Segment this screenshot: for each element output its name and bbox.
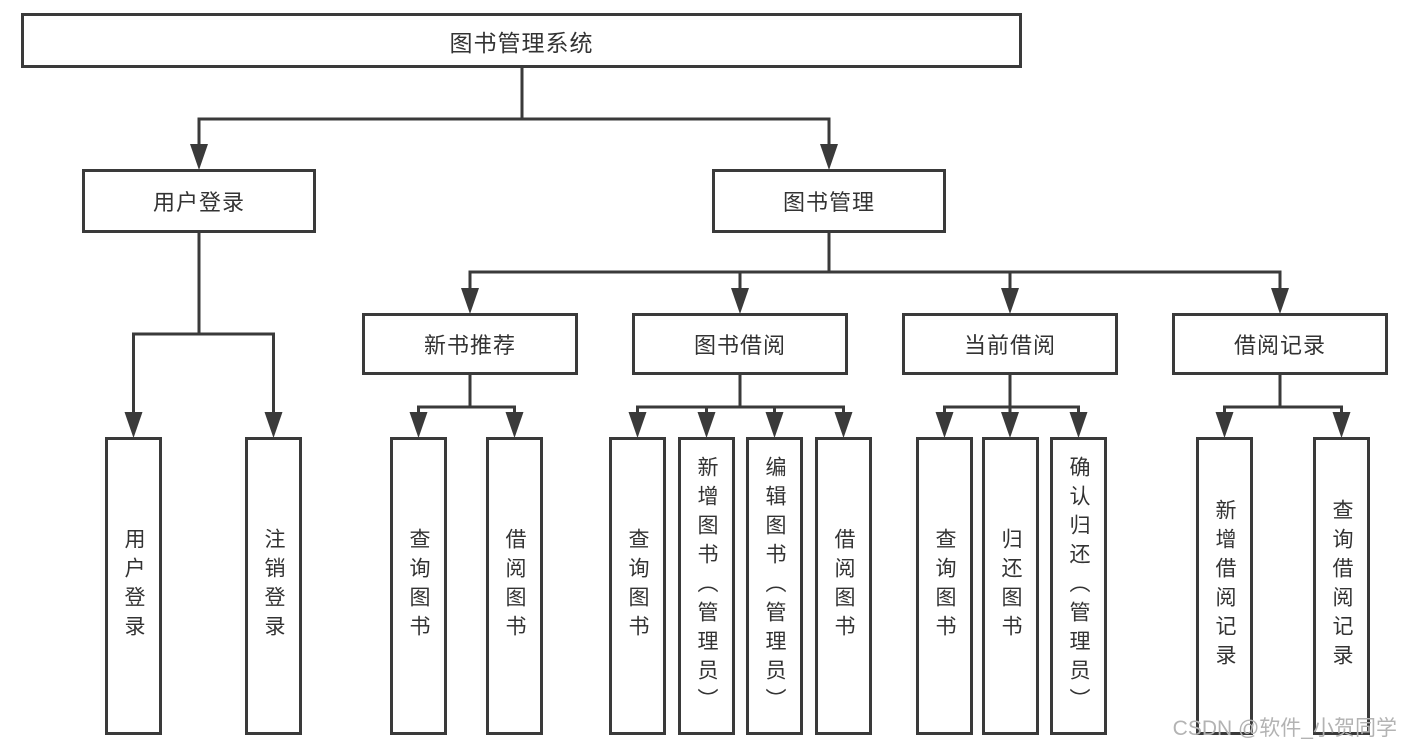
leaf-user-login: 用户登录 (105, 437, 162, 735)
node-user-login: 用户登录 (82, 169, 316, 233)
node-new-book-recommendation: 新书推荐 (362, 313, 578, 375)
leaf-records-add-borrow-record: 新增借阅记录 (1196, 437, 1253, 735)
csdn-watermark: CSDN @软件_小贺同学 (1172, 717, 1397, 740)
leaf-borrowing-borrow-books: 借阅图书 (815, 437, 872, 735)
node-book-borrowing: 图书借阅 (632, 313, 848, 375)
leaf-current-confirm-return-admin: 确认归还（管理员） (1050, 437, 1107, 735)
node-borrowing-records: 借阅记录 (1172, 313, 1388, 375)
leaf-borrowing-query-books: 查询图书 (609, 437, 666, 735)
leaf-current-return-books: 归还图书 (982, 437, 1039, 735)
leaf-records-query-borrow-record: 查询借阅记录 (1313, 437, 1370, 735)
node-root-library-system: 图书管理系统 (21, 13, 1022, 68)
leaf-current-query-books: 查询图书 (916, 437, 973, 735)
leaf-borrowing-edit-books-admin: 编辑图书（管理员） (746, 437, 803, 735)
node-current-borrowing: 当前借阅 (902, 313, 1118, 375)
leaf-borrowing-add-books-admin: 新增图书（管理员） (678, 437, 735, 735)
leaf-newbook-query-books: 查询图书 (390, 437, 447, 735)
leaf-newbook-borrow-books: 借阅图书 (486, 437, 543, 735)
node-book-management: 图书管理 (712, 169, 946, 233)
leaf-logout: 注销登录 (245, 437, 302, 735)
